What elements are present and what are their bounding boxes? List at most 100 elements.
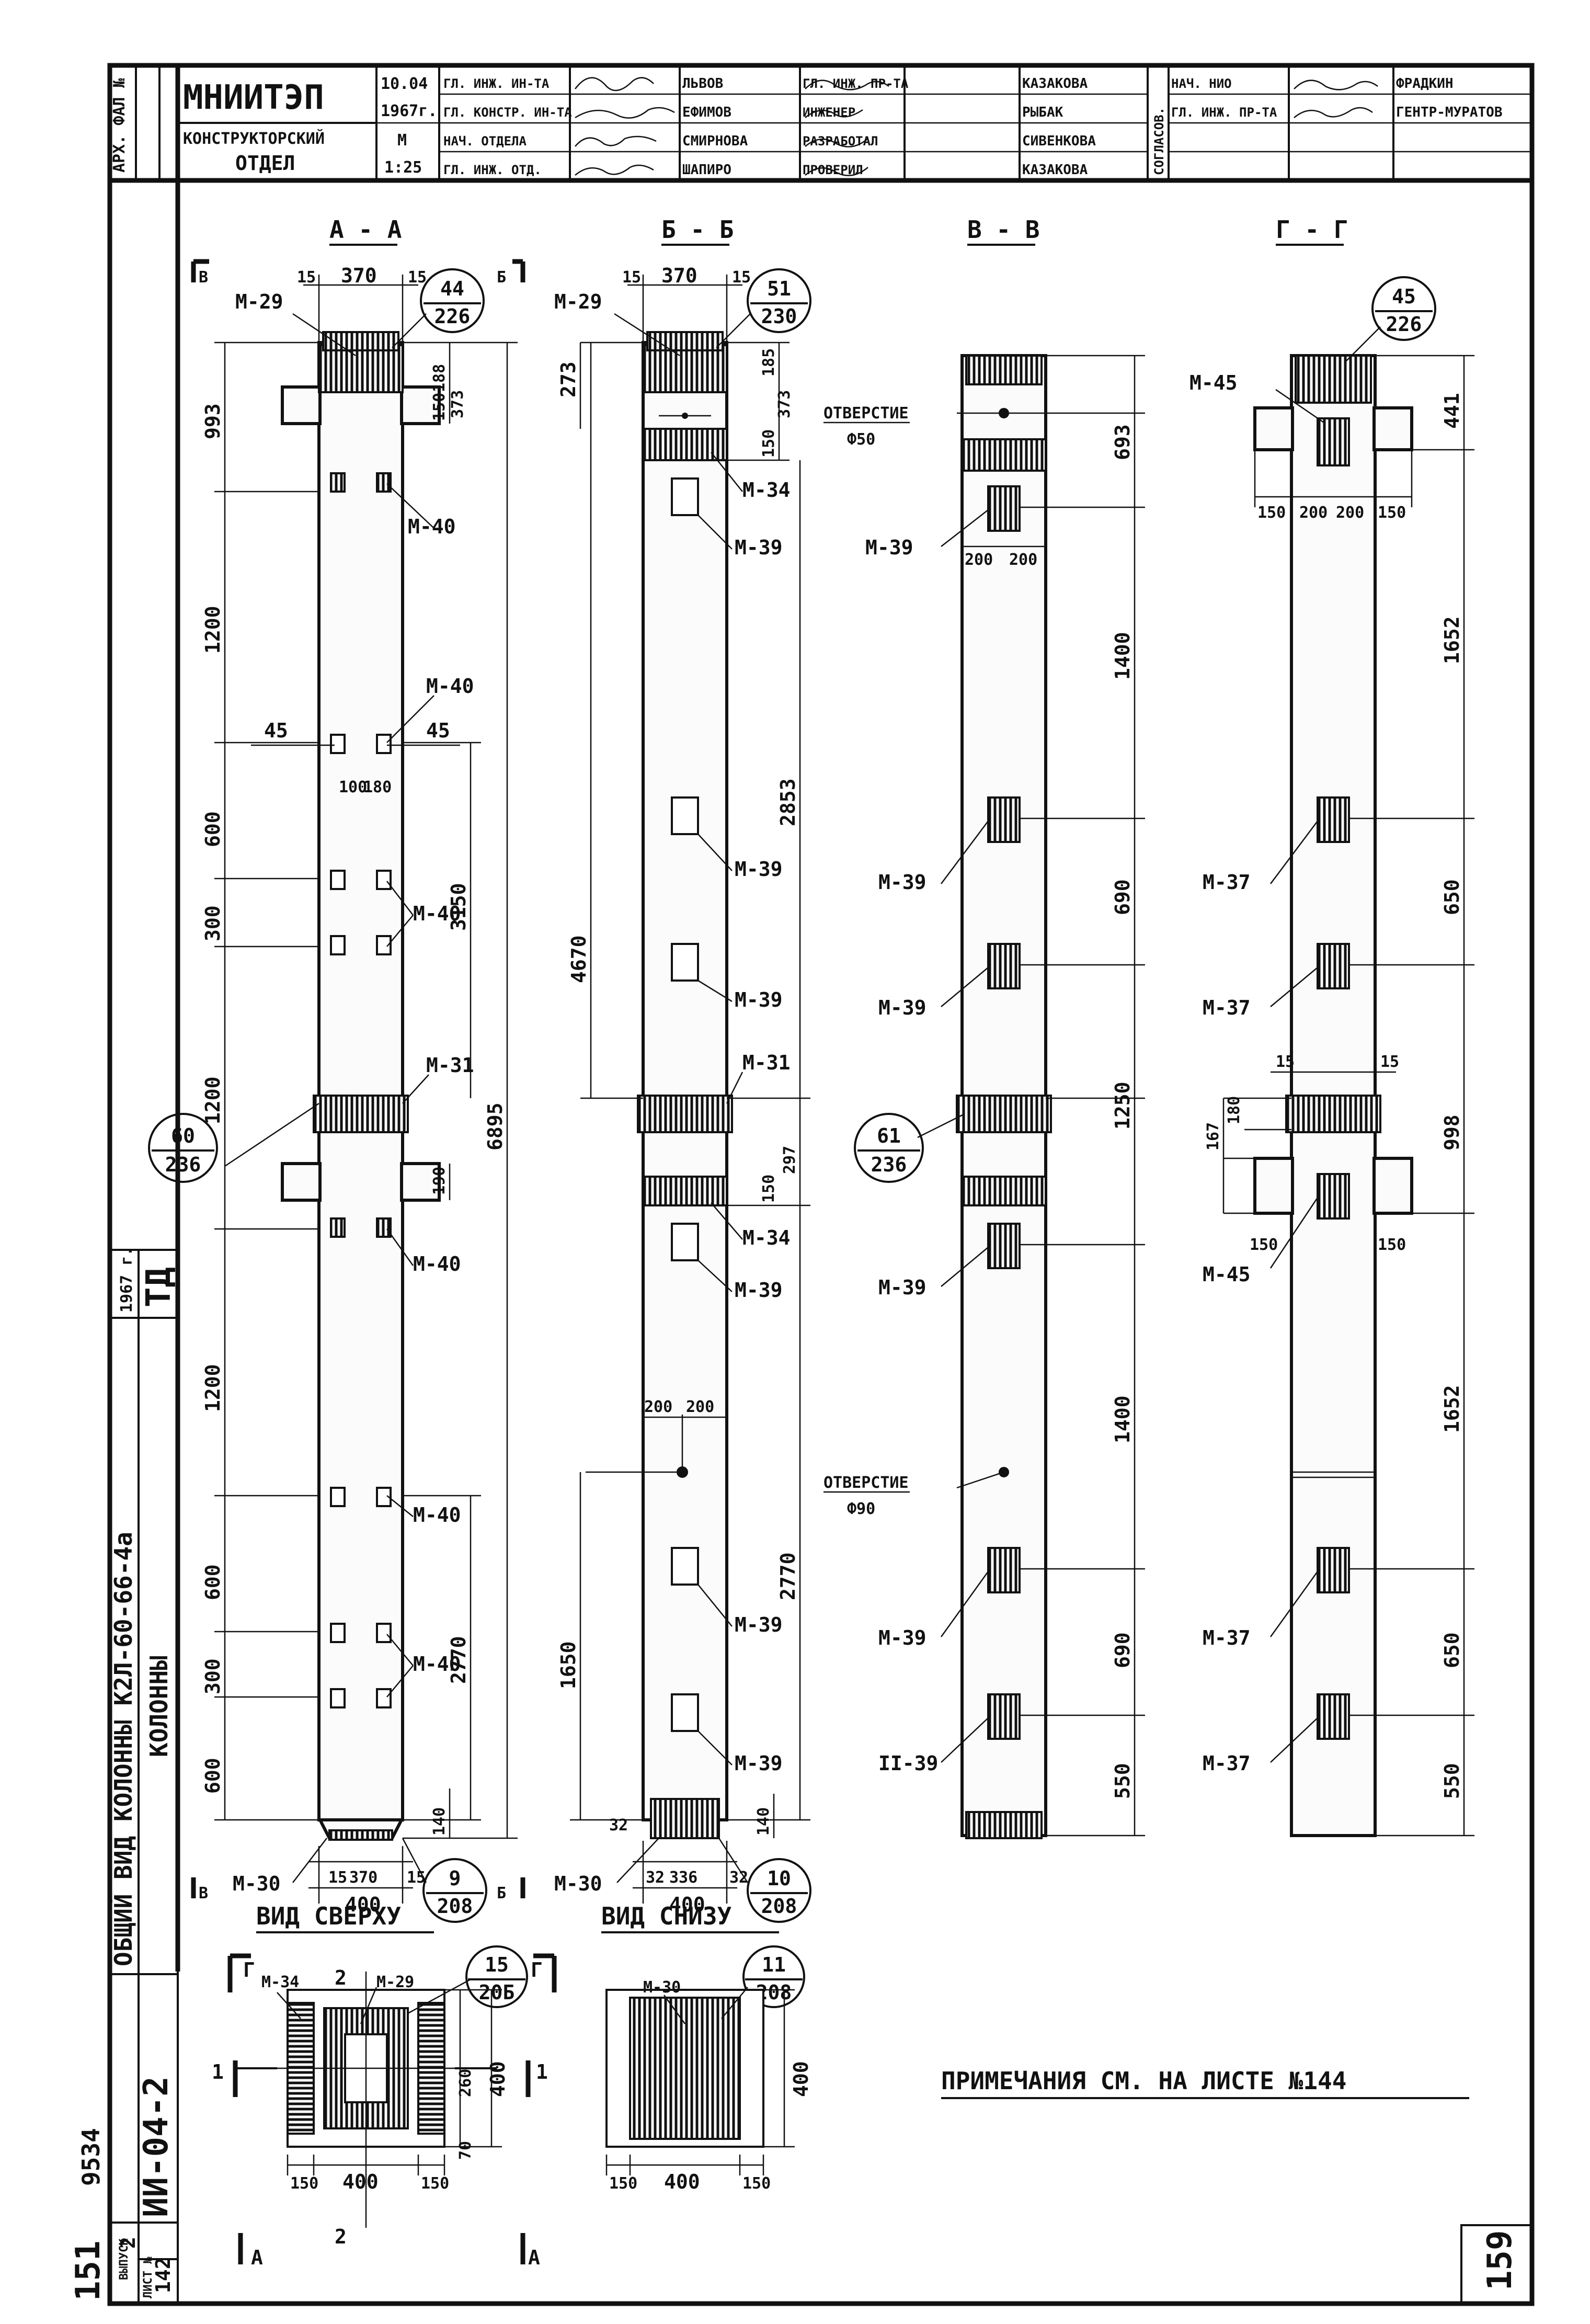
svg-text:61: 61	[877, 1124, 901, 1147]
bb-dim-373: 373	[775, 390, 794, 418]
svg-text:208: 208	[437, 1895, 473, 1918]
svg-text:60: 60	[171, 1124, 195, 1147]
bb-dim-1650: 1650	[557, 1641, 580, 1689]
bb-top-width: 370	[661, 264, 697, 287]
vv-dim-690a: 690	[1111, 879, 1134, 915]
aa-dim-300b: 300	[201, 1658, 224, 1694]
section-aa-title: А - А	[329, 215, 402, 244]
aa-bottom-370: 370	[349, 1869, 378, 1887]
aa-section-45-left: 45	[264, 719, 288, 742]
year: 1967г.	[381, 102, 437, 120]
aa-dim-140: 140	[430, 1807, 449, 1836]
side-stamp: ТД 1967 г. ОБЩИЙ ВИД КОЛОННЫ К2Л-60-66-4…	[69, 1247, 179, 2305]
top-view-m29-label: М-29	[376, 1973, 414, 1991]
bb-bottom-32-right: 32	[729, 1869, 748, 1887]
aa-bottom-edge-right: 15	[407, 1869, 426, 1887]
stamp-issue-label: ВЫПУСК	[118, 2238, 131, 2280]
svg-text:226: 226	[1386, 313, 1422, 336]
stamp-sheet-label: ЛИСТ №	[142, 2257, 155, 2298]
gg-dim-441: 441	[1440, 393, 1463, 429]
aa-dim-600c: 600	[201, 1758, 224, 1794]
title-roles1-name-0: ЛЬВОВ	[682, 76, 723, 92]
aa-edge-left: 15	[297, 268, 316, 287]
gg-m37-label-3: М-37	[1203, 1626, 1251, 1649]
scale-label: М	[397, 131, 407, 150]
gg-dim-650b: 650	[1440, 1632, 1463, 1668]
bb-m39-label-4: М-39	[735, 1279, 783, 1302]
column-aa: В Б В Б	[191, 259, 525, 1904]
archive-number: 9534	[77, 2128, 105, 2186]
callout-44-226: 44 226	[420, 268, 485, 333]
bb-m34-label-2: М-34	[742, 1226, 791, 1249]
notes-reference: ПРИМЕЧАНИЯ СМ. НА ЛИСТЕ №144	[941, 2067, 1346, 2095]
title-roles2-name-0: КАЗАКОВА	[1022, 76, 1088, 92]
bb-edge-left: 15	[622, 268, 641, 287]
gg-dim-550: 550	[1440, 1763, 1463, 1799]
aa-edge-right: 15	[408, 268, 427, 287]
title-roles2-name-3: КАЗАКОВА	[1022, 162, 1088, 178]
gg-dim-1652a: 1652	[1440, 616, 1463, 664]
aa-labels: М-29 370 15 15 993 1200 600 300 1200 120…	[201, 264, 507, 1916]
aa-m40-label-1: М-40	[408, 515, 456, 538]
sheet-number-box: 159	[1460, 2224, 1533, 2305]
cut-mark-v-bottom: В	[199, 1884, 208, 1903]
date: 10.04	[381, 75, 428, 93]
dept-line-2: ОТДЕЛ	[235, 152, 295, 175]
bb-dim-150a: 150	[760, 429, 778, 458]
gg-dim-150-lower-right: 150	[1378, 1236, 1406, 1254]
archive-label: АРХ. ФАЛ №	[110, 77, 129, 173]
title-roles2-role-1: ИНЖЕНЕР	[803, 105, 855, 120]
svg-text:10: 10	[767, 1867, 791, 1890]
top-view-title: ВИД СВЕРХУ	[256, 1902, 401, 1930]
title-roles2-name-1: РЫБАК	[1022, 105, 1063, 120]
aa-dim-180: 180	[363, 778, 392, 796]
aa-section-45-right: 45	[426, 719, 450, 742]
bb-dim-150b: 150	[760, 1175, 778, 1203]
title-roles1-role-2: НАЧ. ОТДЕЛА	[443, 134, 527, 149]
top-view-dim-260: 260	[456, 2069, 475, 2097]
callout-10-208: 10 208	[747, 1858, 811, 1923]
gg-dim-650a: 650	[1440, 879, 1463, 915]
gg-dim-15-right: 15	[1380, 1053, 1399, 1071]
bb-dim-4670: 4670	[567, 935, 590, 983]
title-roles1-name-1: ЕФИМОВ	[682, 105, 731, 120]
bb-edge-right: 15	[732, 268, 751, 287]
callout-45-226: 45 226	[1371, 276, 1436, 341]
top-view-dim-150-left: 150	[290, 2174, 318, 2193]
column-gg	[1222, 326, 1474, 1837]
aa-dim-600a: 600	[201, 811, 224, 847]
vv-hole-diameter-2: Ф90	[847, 1500, 875, 1518]
gg-dim-150-lower-left: 150	[1250, 1236, 1278, 1254]
svg-text:230: 230	[761, 305, 797, 328]
bb-m39-label-3: М-39	[735, 988, 783, 1011]
gg-dim-150-right: 150	[1378, 504, 1406, 522]
vv-dim-200-right: 200	[1009, 551, 1037, 569]
section-bb-title: Б - Б	[661, 215, 734, 244]
title-roles1-role-0: ГЛ. ИНЖ. ИН-ТА	[443, 76, 550, 91]
aa-top-width: 370	[341, 264, 377, 287]
top-view-cut-2-top: 2	[335, 1966, 347, 1989]
bb-dim-200-right: 200	[686, 1398, 714, 1416]
vv-dim-1400b: 1400	[1111, 1395, 1134, 1443]
stamp-sheet-no: 142	[152, 2257, 175, 2293]
m37-plates-gg	[1317, 796, 1350, 1740]
column-bb	[570, 275, 810, 1904]
callout-61-236: 61 236	[854, 1113, 924, 1183]
column-vv	[917, 354, 1145, 1839]
title-roles2-name-2: СИВЕНКОВА	[1022, 133, 1096, 149]
gg-dim-180: 180	[1225, 1096, 1243, 1124]
vv-dim-1400a: 1400	[1111, 632, 1134, 680]
bottom-view-dim-400-vertical: 400	[790, 2061, 813, 2097]
aa-dim-6895: 6895	[484, 1102, 507, 1150]
aa-dim-600b: 600	[201, 1564, 224, 1600]
vv-dim-200-left: 200	[965, 551, 993, 569]
bb-bottom-400: 400	[669, 1893, 705, 1916]
title-roles3-name-0: ФРАДКИН	[1396, 76, 1454, 92]
callout-51-230: 51 230	[747, 268, 811, 333]
bb-m30-label: М-30	[554, 1872, 602, 1895]
stamp-title: ОБЩИЙ ВИД КОЛОННЫ К2Л-60-66-4а	[109, 1532, 138, 1966]
svg-text:51: 51	[767, 277, 791, 300]
gg-m37-label-4: М-37	[1203, 1752, 1251, 1775]
aa-dim-373: 373	[449, 390, 467, 418]
aa-dim-300a: 300	[201, 905, 224, 941]
